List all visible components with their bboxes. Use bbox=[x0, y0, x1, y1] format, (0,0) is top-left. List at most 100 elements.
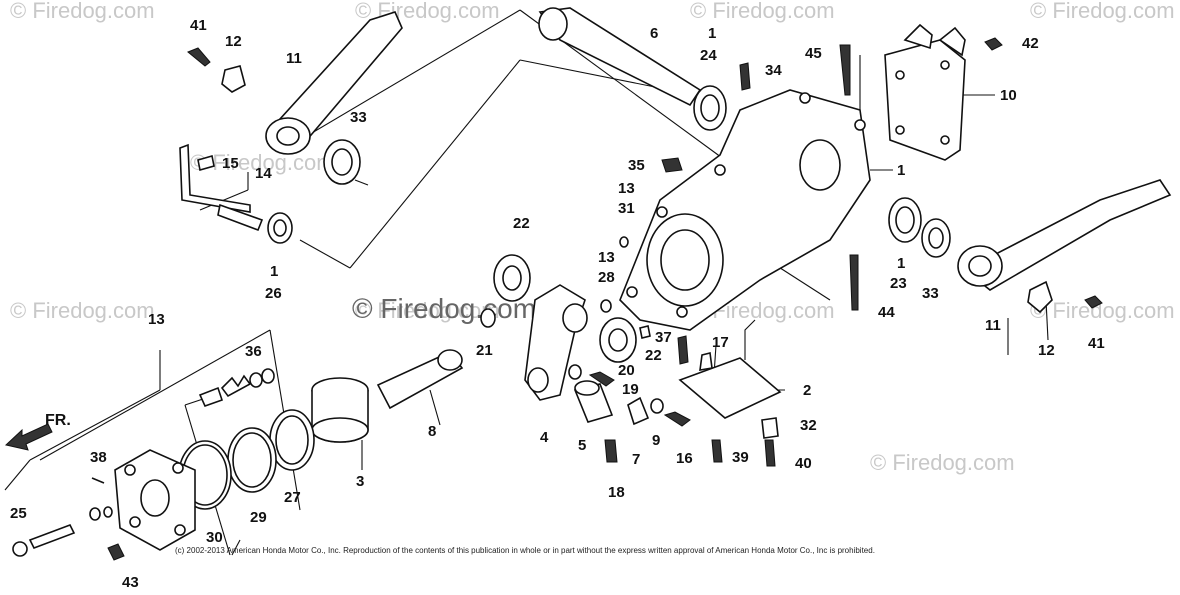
callout-24: 24 bbox=[700, 47, 717, 64]
bracket-plate bbox=[678, 319, 782, 419]
direction-label: FR. bbox=[45, 412, 71, 429]
seal bbox=[331, 148, 353, 176]
collar-small bbox=[761, 417, 779, 439]
callout-34: 34 bbox=[765, 62, 782, 79]
callout-9: 9 bbox=[652, 432, 660, 449]
callout-11: 11 bbox=[985, 317, 1001, 334]
callout-42: 42 bbox=[1022, 35, 1039, 52]
callout-13: 13 bbox=[148, 311, 165, 328]
callout-2: 2 bbox=[803, 382, 811, 399]
cotter-pin bbox=[91, 477, 105, 484]
bolt bbox=[849, 254, 859, 311]
bolt bbox=[663, 411, 691, 427]
plate-small bbox=[627, 396, 650, 426]
final-drive-housing bbox=[619, 89, 871, 331]
watermark-tile: © Firedog.com bbox=[10, 0, 155, 23]
cylinder-cover bbox=[114, 449, 196, 551]
callout-1: 1 bbox=[708, 25, 716, 42]
callout-43: 43 bbox=[122, 574, 139, 591]
callout-11: 11 bbox=[286, 50, 302, 67]
callout-29: 29 bbox=[250, 509, 267, 526]
watermark-tile: © Firedog.com bbox=[1030, 298, 1175, 323]
washer bbox=[619, 236, 629, 248]
cover-plate bbox=[884, 23, 966, 161]
valve-body bbox=[198, 386, 224, 407]
callout-15: 15 bbox=[222, 155, 239, 172]
watermark-tile: © Firedog.com bbox=[690, 0, 835, 23]
collar bbox=[573, 380, 614, 423]
watermark-tile: © Firedog.com bbox=[10, 298, 155, 323]
callout-19: 19 bbox=[622, 381, 639, 398]
bolt bbox=[711, 439, 723, 463]
callout-30: 30 bbox=[206, 529, 223, 546]
callout-33: 33 bbox=[350, 109, 367, 126]
o-ring bbox=[232, 432, 272, 488]
callout-18: 18 bbox=[608, 484, 625, 501]
callout-1: 1 bbox=[897, 162, 905, 179]
callout-12: 12 bbox=[1038, 342, 1055, 359]
callout-36: 36 bbox=[245, 343, 262, 360]
callout-44: 44 bbox=[878, 304, 895, 321]
stud bbox=[677, 335, 689, 365]
cap bbox=[12, 541, 28, 557]
callout-13: 13 bbox=[618, 180, 635, 197]
bolt bbox=[187, 47, 211, 67]
watermark-tile: © Firedog.com bbox=[355, 298, 500, 323]
connecting-arm bbox=[376, 349, 464, 410]
bolt bbox=[1084, 295, 1103, 309]
bolt bbox=[984, 37, 1003, 51]
callout-labels: 41 12 11 33 15 14 1 26 6 1 24 34 45 42 1… bbox=[10, 17, 1105, 591]
callout-40: 40 bbox=[795, 455, 812, 472]
bleeder-screw bbox=[28, 523, 76, 550]
bolt bbox=[764, 439, 776, 467]
washer bbox=[928, 227, 944, 249]
pin bbox=[639, 325, 651, 339]
callout-16: 16 bbox=[676, 450, 693, 467]
left-pedal-arm bbox=[265, 11, 403, 155]
callout-37: 37 bbox=[655, 329, 672, 346]
thrust-washer bbox=[608, 328, 628, 352]
callout-32: 32 bbox=[800, 417, 817, 434]
bolt bbox=[604, 439, 618, 463]
front-direction-indicator: FR. bbox=[4, 412, 71, 451]
clip bbox=[1027, 280, 1053, 314]
callout-6: 6 bbox=[650, 25, 658, 42]
nut bbox=[197, 154, 215, 172]
callout-21: 21 bbox=[476, 342, 493, 359]
o-ring bbox=[275, 415, 309, 465]
bolt bbox=[839, 44, 851, 96]
lever-arm bbox=[524, 284, 588, 401]
callout-5: 5 bbox=[578, 437, 586, 454]
callout-1: 1 bbox=[897, 255, 905, 272]
callout-26: 26 bbox=[265, 285, 282, 302]
watermark-tile: © Firedog.com bbox=[870, 450, 1015, 475]
callout-12: 12 bbox=[225, 33, 242, 50]
callout-14: 14 bbox=[255, 165, 272, 182]
callout-22: 22 bbox=[513, 215, 530, 232]
small-washer bbox=[480, 308, 496, 328]
washer bbox=[568, 364, 582, 380]
washer bbox=[89, 507, 101, 521]
callout-7: 7 bbox=[632, 451, 640, 468]
callout-27: 27 bbox=[284, 489, 301, 506]
washer bbox=[650, 398, 664, 414]
thrust-washer bbox=[502, 265, 522, 291]
callout-22: 22 bbox=[645, 347, 662, 364]
spring bbox=[220, 374, 252, 398]
callout-1: 1 bbox=[270, 263, 278, 280]
watermark-layer: © Firedog.com © Firedog.com © Firedog.co… bbox=[10, 0, 1175, 475]
brake-rod bbox=[179, 143, 293, 244]
bolts bbox=[107, 37, 1103, 561]
callout-28: 28 bbox=[598, 269, 615, 286]
callout-41: 41 bbox=[1088, 335, 1105, 352]
main-shaft bbox=[538, 7, 727, 131]
washer bbox=[103, 506, 113, 518]
callout-3: 3 bbox=[356, 473, 364, 490]
direction-arrow-icon bbox=[4, 423, 53, 451]
right-pedal-arm bbox=[957, 179, 1172, 291]
callout-4: 4 bbox=[540, 429, 549, 446]
callout-20: 20 bbox=[618, 362, 635, 379]
bolt bbox=[588, 371, 615, 387]
stud bbox=[739, 62, 751, 91]
